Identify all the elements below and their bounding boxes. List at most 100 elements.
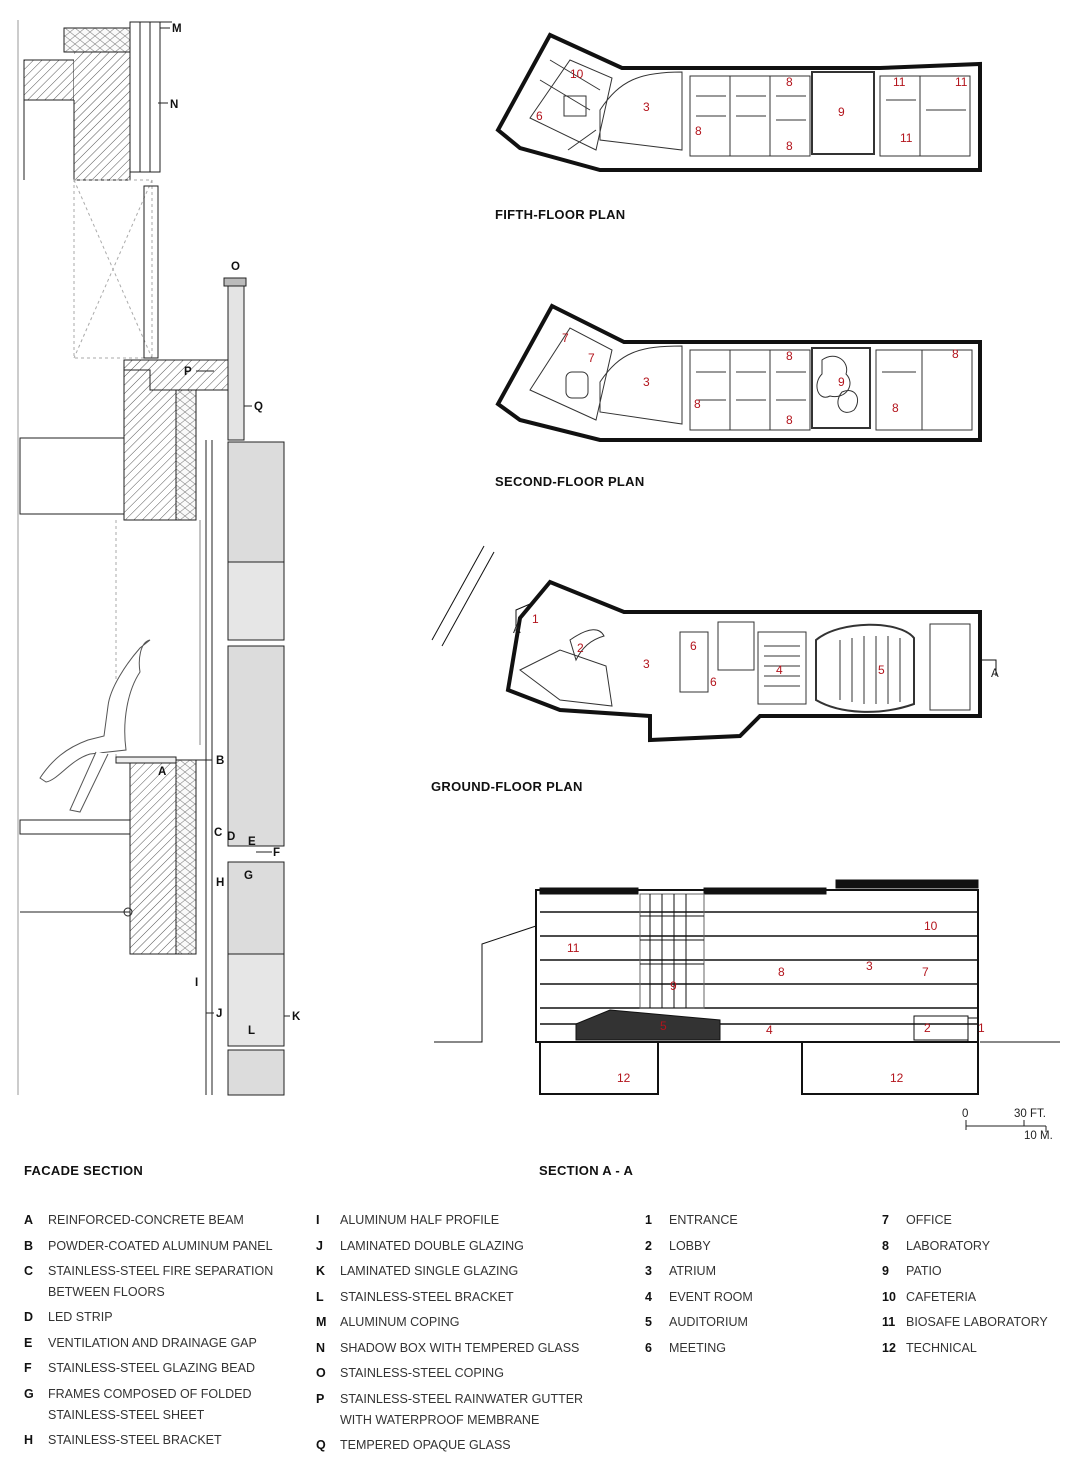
svg-text:5: 5	[660, 1019, 667, 1033]
section-cut-marker-right: A	[991, 668, 999, 680]
svg-text:3: 3	[643, 657, 650, 671]
second-floor-plan	[495, 303, 982, 442]
callout-G: G	[244, 870, 253, 882]
section-aa-title: SECTION A - A	[539, 1163, 634, 1178]
second-floor-plan-title: SECOND-FLOOR PLAN	[495, 474, 645, 489]
svg-text:7: 7	[922, 965, 929, 979]
svg-text:8: 8	[786, 413, 793, 427]
svg-text:11: 11	[900, 131, 913, 145]
svg-text:8: 8	[892, 401, 899, 415]
svg-text:12: 12	[617, 1071, 631, 1085]
svg-text:6: 6	[536, 109, 543, 123]
callout-A: A	[158, 766, 166, 778]
svg-text:8: 8	[694, 397, 701, 411]
facade-section-drawing	[17, 20, 285, 1096]
svg-text:6: 6	[690, 639, 697, 653]
ground-floor-room-numbers: 1 2 3 6 6 4 5	[532, 612, 885, 689]
svg-text:2: 2	[924, 1021, 931, 1035]
svg-text:8: 8	[952, 347, 959, 361]
section-aa-room-numbers: 11 9 5 4 8 3 10 7 2 1 12 12	[567, 919, 985, 1085]
callout-F: F	[273, 847, 280, 859]
svg-text:8: 8	[695, 124, 702, 138]
callout-I: I	[195, 977, 198, 989]
scale-meters-label: 10 M.	[1024, 1130, 1053, 1142]
ground-floor-plan-title: GROUND-FLOOR PLAN	[431, 779, 583, 794]
svg-text:8: 8	[778, 965, 785, 979]
scale-zero-label: 0	[962, 1108, 969, 1120]
svg-text:9: 9	[670, 979, 677, 993]
svg-text:5: 5	[878, 663, 885, 677]
fifth-floor-plan	[495, 32, 982, 172]
scale-bar	[965, 1120, 1047, 1132]
svg-text:4: 4	[766, 1023, 773, 1037]
fifth-floor-plan-title: FIFTH-FLOOR PLAN	[495, 207, 626, 222]
svg-text:11: 11	[893, 75, 906, 89]
svg-text:9: 9	[838, 375, 845, 389]
svg-text:10: 10	[570, 67, 584, 81]
svg-text:1: 1	[532, 612, 539, 626]
callout-N: N	[170, 99, 178, 111]
section-cut-marker-left: A	[513, 624, 521, 636]
scale-feet-label: 30 FT.	[1014, 1108, 1046, 1120]
svg-text:9: 9	[838, 105, 845, 119]
callout-K: K	[292, 1011, 301, 1023]
svg-text:11: 11	[567, 941, 580, 955]
callout-M: M	[172, 23, 182, 35]
svg-text:11: 11	[955, 75, 968, 89]
fifth-floor-room-numbers: 10 6 3 8 8 8 9 11 11 11	[536, 67, 968, 153]
facade-callouts: M N O P Q A B C D E F G H I J K L	[158, 23, 301, 1037]
svg-text:3: 3	[866, 959, 873, 973]
callout-J: J	[216, 1008, 222, 1020]
second-floor-room-numbers: 7 7 3 8 8 8 9 8 8	[562, 331, 959, 427]
callout-D: D	[227, 831, 235, 843]
section-aa-drawing	[434, 879, 1060, 1095]
svg-text:4: 4	[776, 663, 783, 677]
callout-E: E	[248, 836, 256, 848]
svg-text:10: 10	[924, 919, 938, 933]
svg-text:7: 7	[588, 351, 595, 365]
callout-P: P	[184, 366, 192, 378]
svg-text:8: 8	[786, 139, 793, 153]
callout-Q: Q	[254, 401, 263, 413]
svg-text:8: 8	[786, 75, 793, 89]
svg-text:6: 6	[710, 675, 717, 689]
ground-floor-plan	[431, 545, 997, 743]
svg-text:12: 12	[890, 1071, 904, 1085]
svg-text:7: 7	[562, 331, 569, 345]
svg-text:2: 2	[577, 641, 584, 655]
svg-text:1: 1	[978, 1021, 985, 1035]
callout-O: O	[231, 261, 240, 273]
svg-text:3: 3	[643, 100, 650, 114]
callout-C: C	[214, 827, 222, 839]
svg-text:8: 8	[786, 349, 793, 363]
callout-H: H	[216, 877, 224, 889]
facade-section-title: FACADE SECTION	[24, 1163, 144, 1178]
